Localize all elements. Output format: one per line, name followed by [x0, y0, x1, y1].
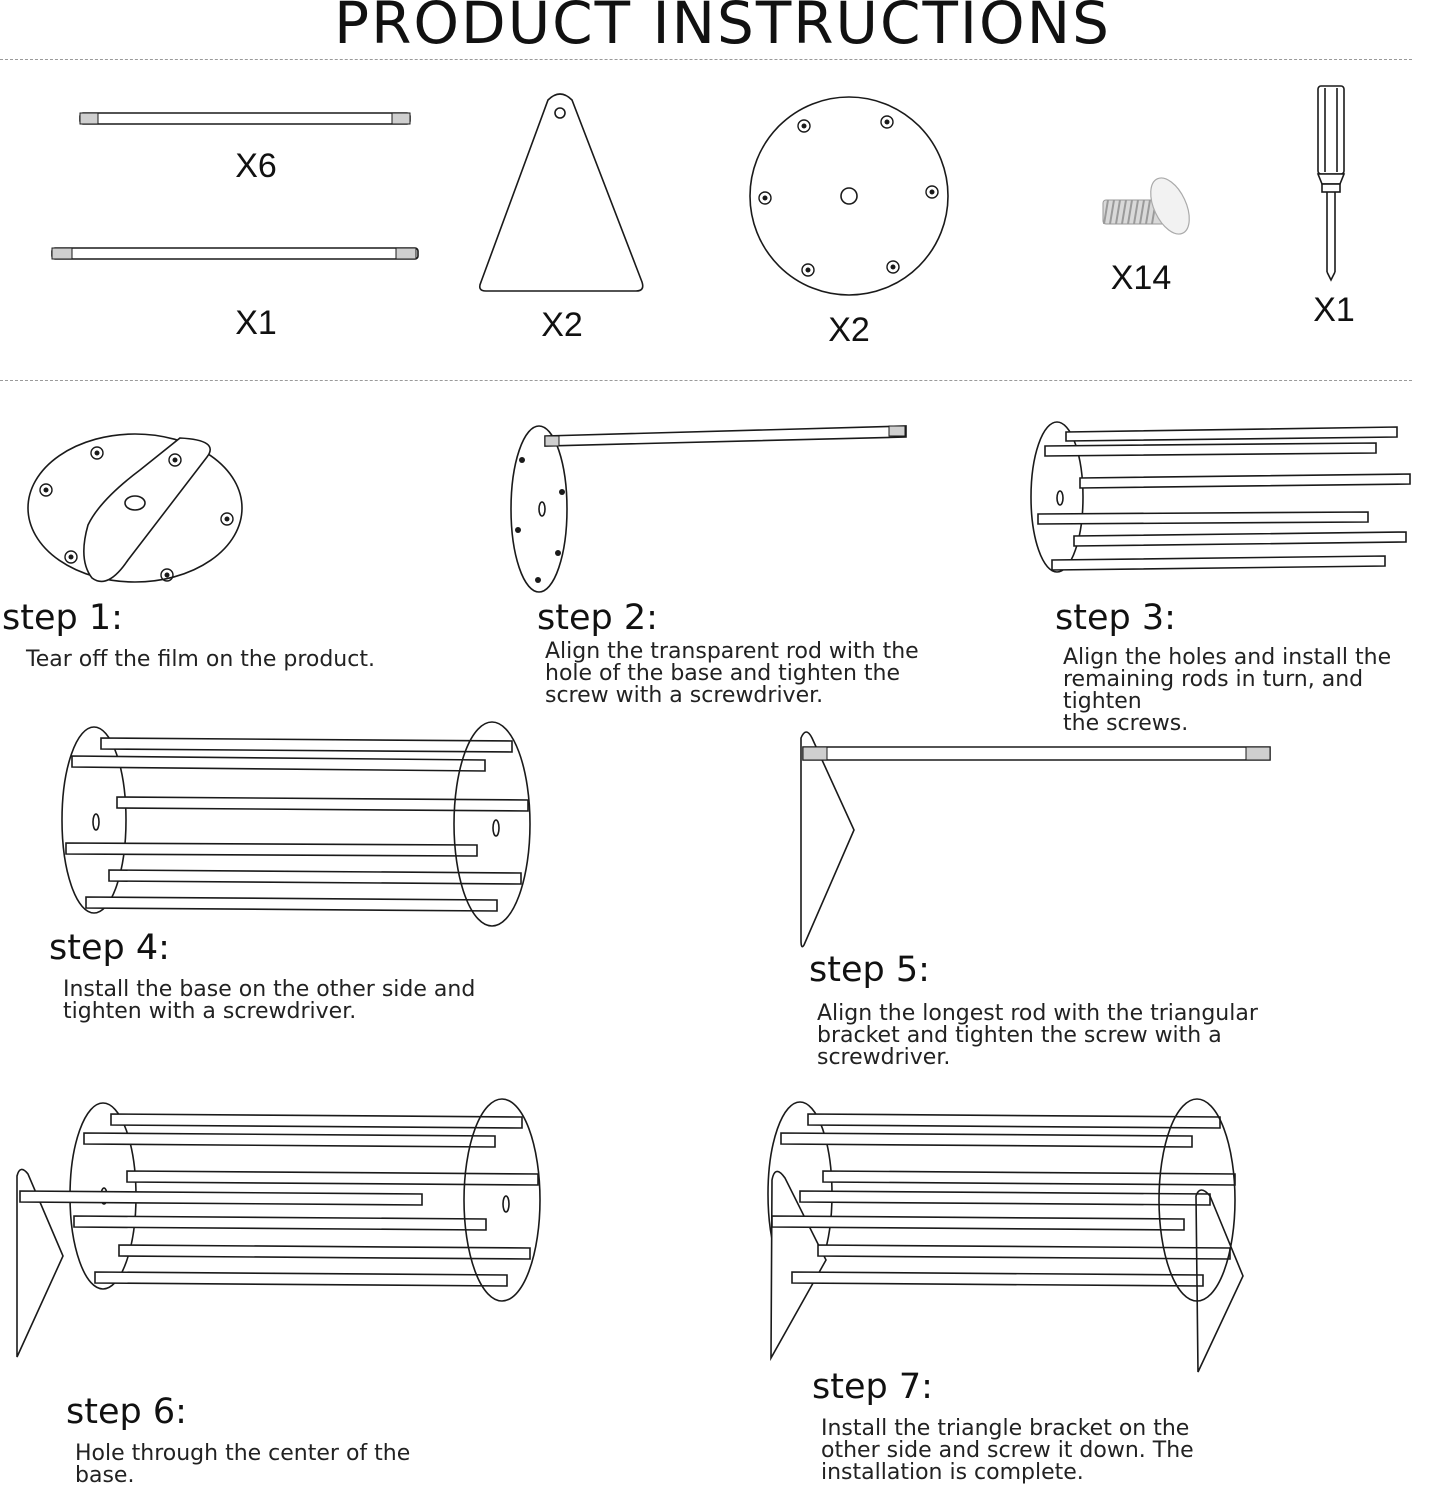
step6-illustration [16, 1098, 541, 1358]
round-base-quantity: X2 [828, 311, 870, 349]
step7-description: Install the triangle bracket on the othe… [821, 1418, 1194, 1484]
step5-line1: Align the longest rod with the triangula… [817, 1001, 1258, 1026]
step1-line1: Tear off the film on the product. [26, 647, 375, 672]
long-rod-part [51, 247, 419, 260]
step7-illustration [767, 1098, 1244, 1373]
step6-line2: base. [75, 1463, 135, 1488]
round-base-part [749, 96, 949, 296]
step3-title: step 3: [1055, 598, 1176, 638]
step2-illustration [510, 425, 907, 593]
screwdriver-quantity: X1 [1313, 291, 1355, 329]
triangle-bracket-part [479, 93, 644, 292]
top-divider [0, 59, 1412, 60]
step4-description: Install the base on the other side and t… [63, 979, 475, 1023]
step3-description: Align the holes and install the remainin… [1063, 647, 1445, 735]
long-rod-quantity: X1 [235, 304, 277, 342]
step5-line3: screwdriver. [817, 1045, 951, 1070]
step4-line2: tighten with a screwdriver. [63, 999, 357, 1024]
step4-title: step 4: [49, 928, 170, 968]
step1-illustration [27, 433, 243, 583]
step2-title: step 2: [537, 598, 658, 638]
step3-illustration [1030, 421, 1411, 573]
screw-quantity: X14 [1110, 259, 1172, 297]
step3-line2: remaining rods in turn, and tighten [1063, 667, 1364, 714]
step5-title: step 5: [809, 950, 930, 990]
step7-line2: other side and screw it down. The [821, 1438, 1194, 1463]
triangle-bracket-quantity: X2 [541, 306, 583, 344]
step5-illustration [800, 731, 1271, 948]
step6-description: Hole through the center of the base. [75, 1443, 410, 1487]
step4-illustration [61, 721, 531, 927]
step3-line3: the screws. [1063, 711, 1189, 736]
step5-description: Align the longest rod with the triangula… [817, 1003, 1258, 1069]
step2-line1: Align the transparent rod with the [545, 639, 919, 664]
step4-line1: Install the base on the other side and [63, 977, 476, 1002]
step5-line2: bracket and tighten the screw with a [817, 1023, 1222, 1048]
step6-line1: Hole through the center of the [75, 1441, 411, 1466]
step1-title: step 1: [2, 598, 123, 638]
step3-line1: Align the holes and install the [1063, 645, 1392, 670]
step2-line3: screw with a screwdriver. [545, 683, 824, 708]
screwdriver-part [1316, 85, 1346, 282]
step6-title: step 6: [66, 1392, 187, 1432]
step2-line2: hole of the base and tighten the [545, 661, 901, 686]
page-title: PRODUCT INSTRUCTIONS [334, 0, 1111, 57]
middle-divider [0, 380, 1412, 381]
short-rod-part [79, 112, 411, 125]
step7-title: step 7: [812, 1367, 933, 1407]
screw-part [1102, 177, 1190, 235]
step1-description: Tear off the film on the product. [26, 649, 375, 671]
short-rod-quantity: X6 [235, 147, 277, 185]
step7-line3: installation is complete. [821, 1460, 1084, 1485]
step7-line1: Install the triangle bracket on the [821, 1416, 1190, 1441]
step2-description: Align the transparent rod with the hole … [545, 641, 919, 707]
